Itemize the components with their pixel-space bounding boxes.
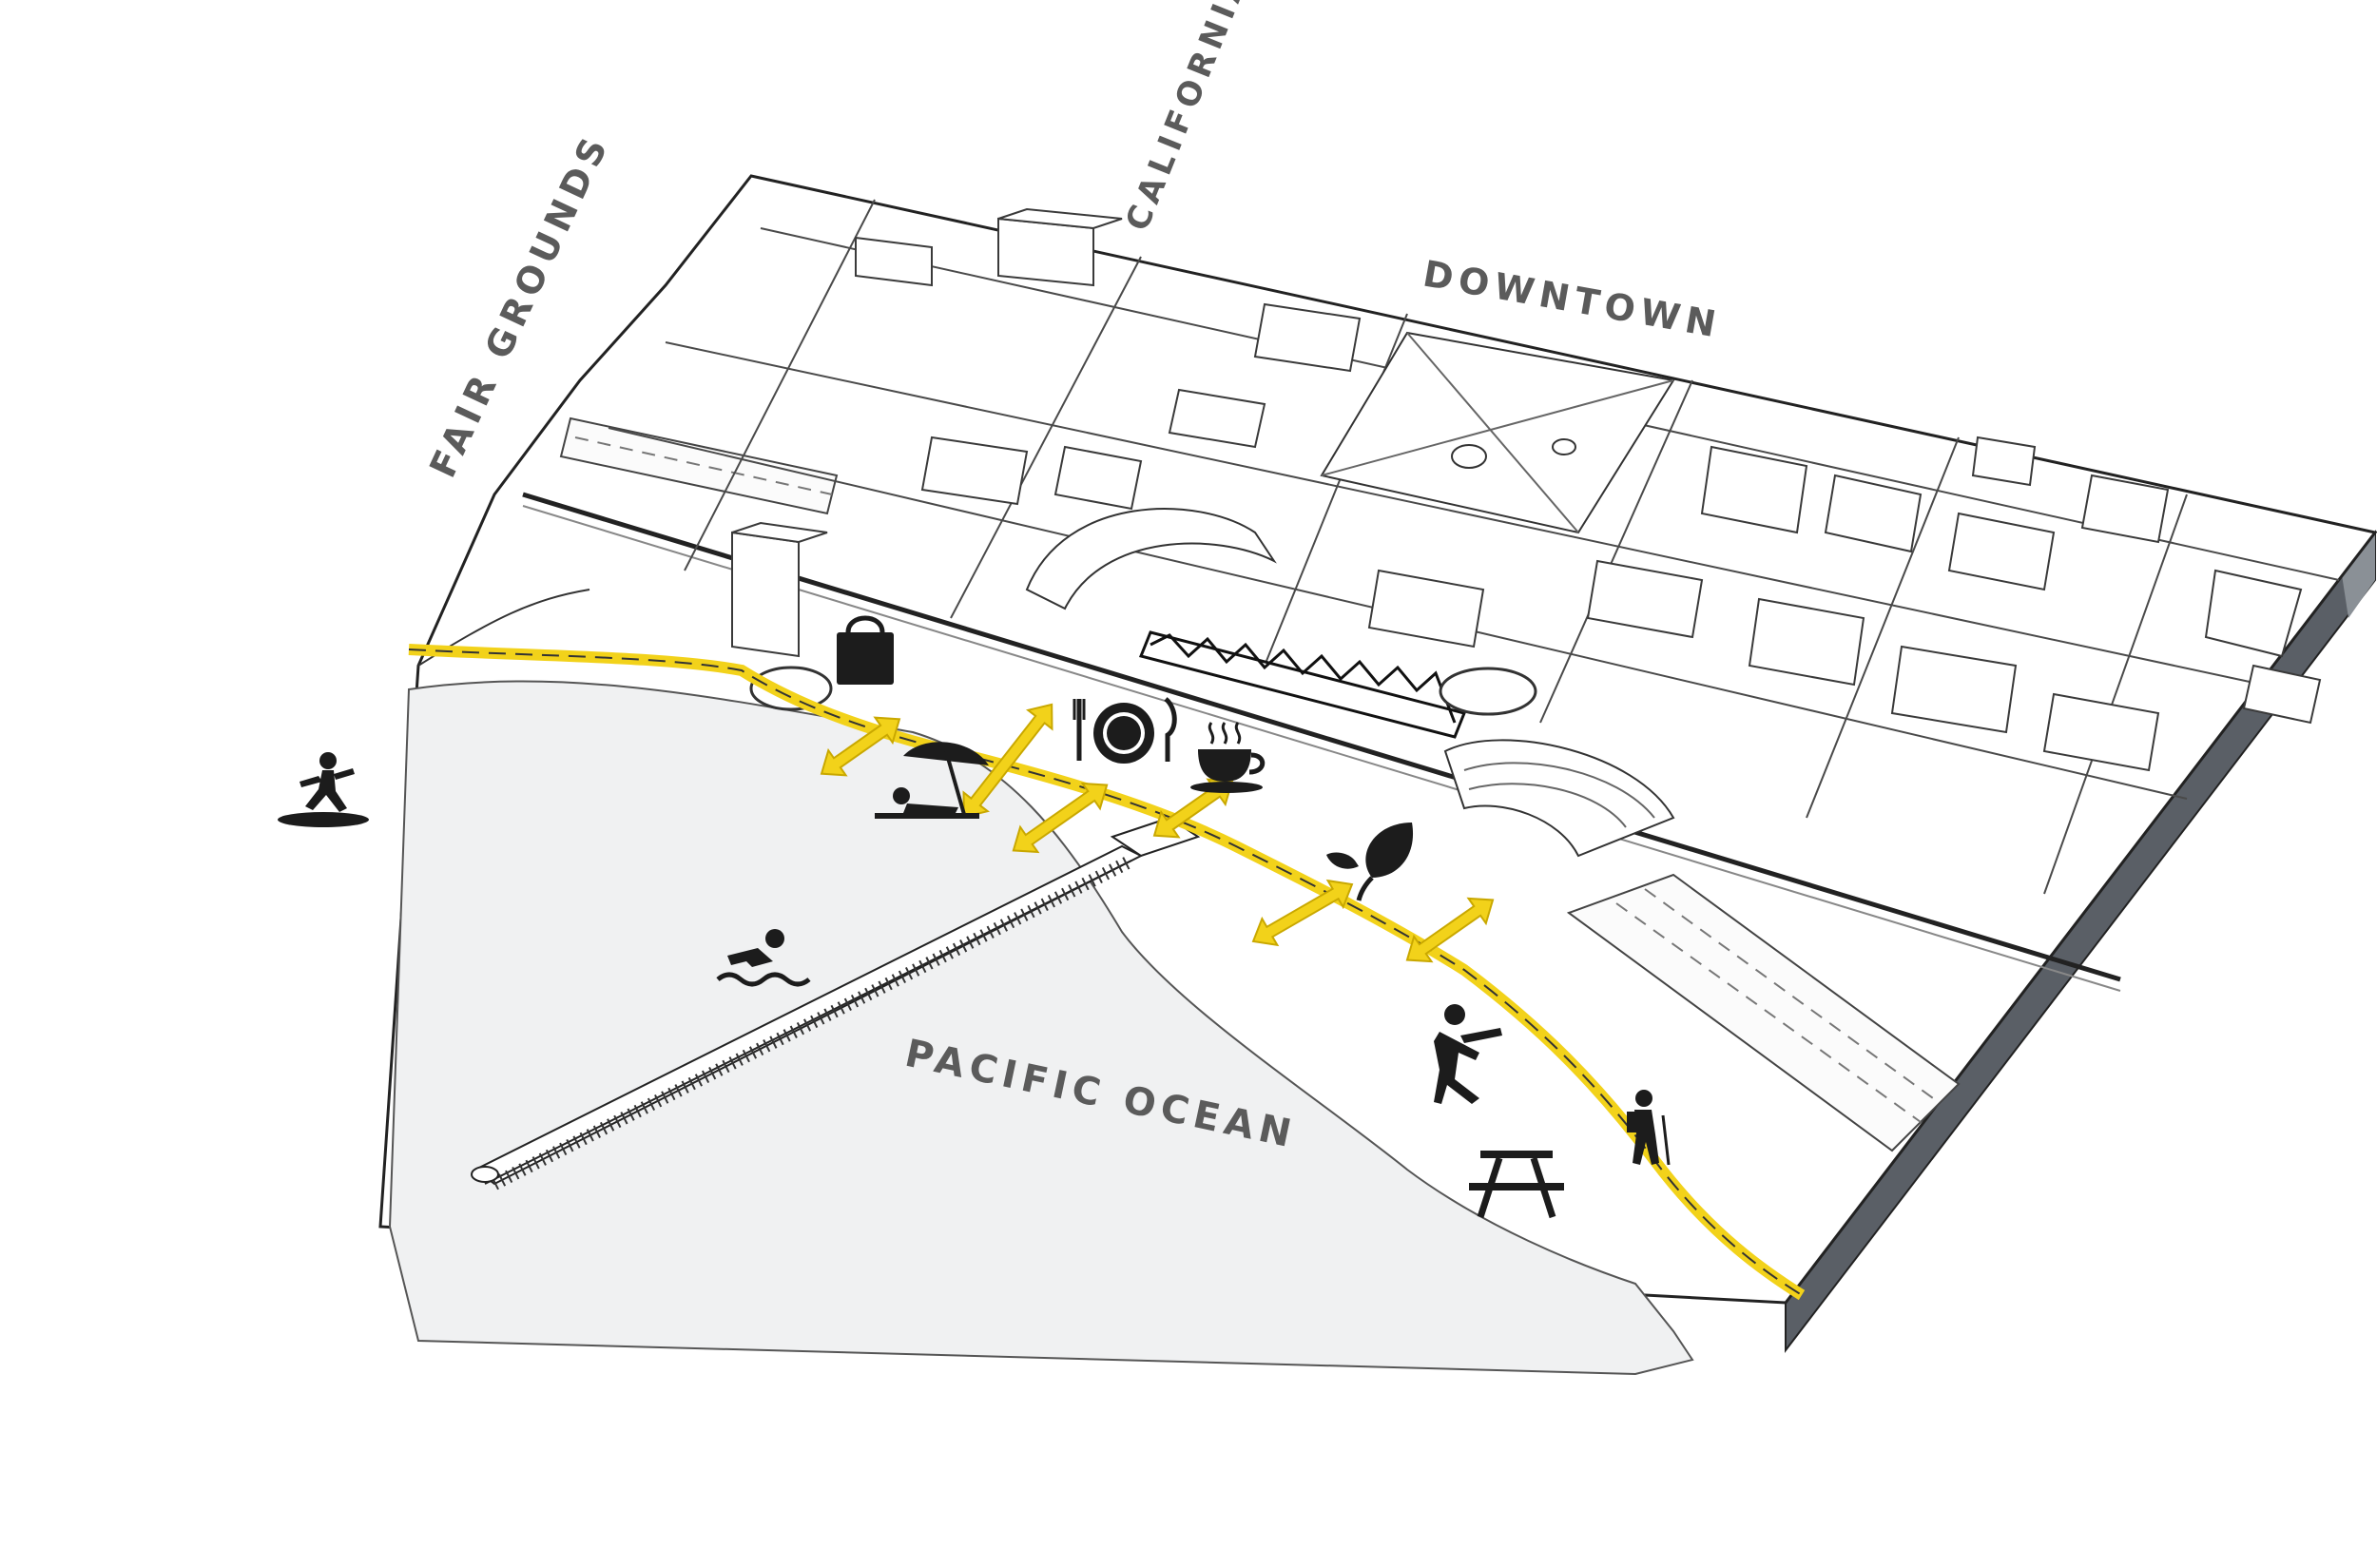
- freeway-lane: [1644, 888, 1941, 1104]
- freeway-lane: [1615, 902, 1922, 1123]
- access-arrow: [1012, 782, 1109, 854]
- swimmer-icon: [716, 929, 811, 987]
- overpass-ramp: [1025, 508, 1277, 610]
- shopping-bag-icon: [837, 615, 894, 685]
- leaf-icon: [1326, 823, 1414, 901]
- dining-plate-icon: [1073, 697, 1177, 764]
- amphitheater: [1443, 739, 1675, 858]
- hiker-icon: [1627, 1090, 1671, 1166]
- ocean-area: [388, 680, 1694, 1376]
- yoga-icon: [1434, 1004, 1502, 1104]
- access-arrow: [1251, 879, 1354, 947]
- beach-umbrella-icon: [875, 742, 989, 819]
- truss-bridge: [1138, 630, 1467, 739]
- access-arrow: [962, 703, 1053, 819]
- access-arrow: [1405, 897, 1495, 963]
- town-square: [1320, 331, 1675, 534]
- roundabout-east: [1439, 667, 1537, 716]
- picnic-table-icon: [1469, 1151, 1564, 1219]
- access-arrow: [820, 716, 901, 777]
- freeway-west: [559, 416, 839, 515]
- freeway-corridor: [1566, 873, 1961, 1152]
- surfer-icon: [278, 752, 369, 827]
- roundabout-west: [749, 666, 833, 711]
- label-california-st: CALIFORNIA ST.: [1118, 0, 1289, 236]
- access-arrow: [1152, 778, 1234, 839]
- coffee-cup-icon: [1190, 722, 1266, 793]
- building-cluster: [731, 207, 2322, 772]
